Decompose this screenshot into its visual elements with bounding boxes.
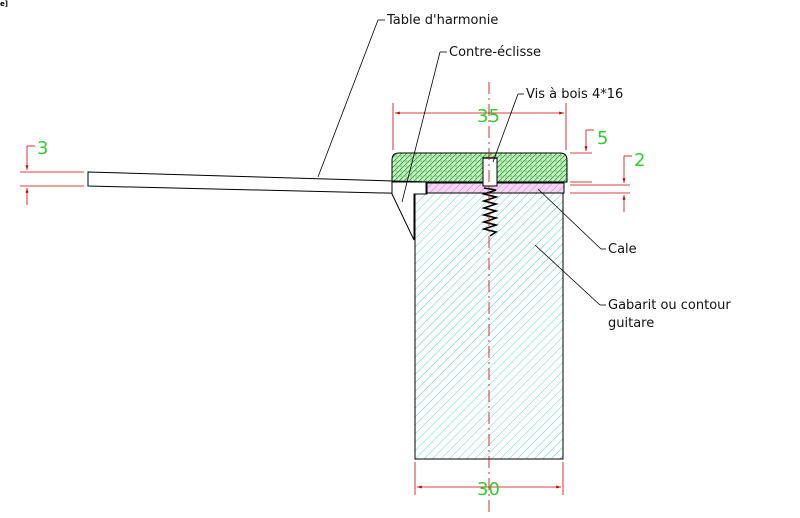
leader-gabarit: Gabarit ou contour guitare bbox=[534, 244, 731, 331]
leader-contre-eclisse: Contre-éclisse bbox=[401, 45, 541, 203]
label-contre-eclisse: Contre-éclisse bbox=[449, 45, 541, 60]
dimension-cale-height: 2 bbox=[570, 150, 645, 212]
contre-eclisse-part bbox=[391, 181, 427, 241]
leader-vis: Vis à bois 4*16 bbox=[492, 87, 623, 163]
label-vis-bois: Vis à bois 4*16 bbox=[526, 87, 623, 102]
leader-cale: Cale bbox=[537, 188, 637, 257]
wood-screw bbox=[481, 157, 499, 237]
dimension-bottom-width-text: 30 bbox=[477, 479, 500, 500]
label-cale: Cale bbox=[608, 242, 637, 257]
dimension-top-width-text: 35 bbox=[477, 106, 500, 127]
dimension-cale-height-text: 2 bbox=[634, 150, 645, 171]
dimension-bottom-width: 30 bbox=[414, 462, 564, 500]
label-gabarit-line1: Gabarit ou contour bbox=[608, 298, 731, 313]
dimension-clamp-height: 5 bbox=[570, 128, 608, 183]
corner-tag: e] bbox=[0, 0, 8, 8]
dimension-clamp-height-text: 5 bbox=[597, 128, 608, 149]
clamp-block bbox=[391, 152, 568, 183]
dimension-left-thickness-text: 3 bbox=[37, 138, 48, 159]
label-gabarit-line2: guitare bbox=[608, 316, 654, 331]
label-table-harmonie: Table d'harmonie bbox=[386, 13, 498, 28]
leader-table: Table d'harmonie bbox=[317, 13, 498, 178]
dimension-left-thickness: 3 bbox=[20, 138, 84, 205]
soundboard-plate bbox=[87, 171, 428, 195]
dimension-top-width: 35 bbox=[392, 103, 567, 150]
